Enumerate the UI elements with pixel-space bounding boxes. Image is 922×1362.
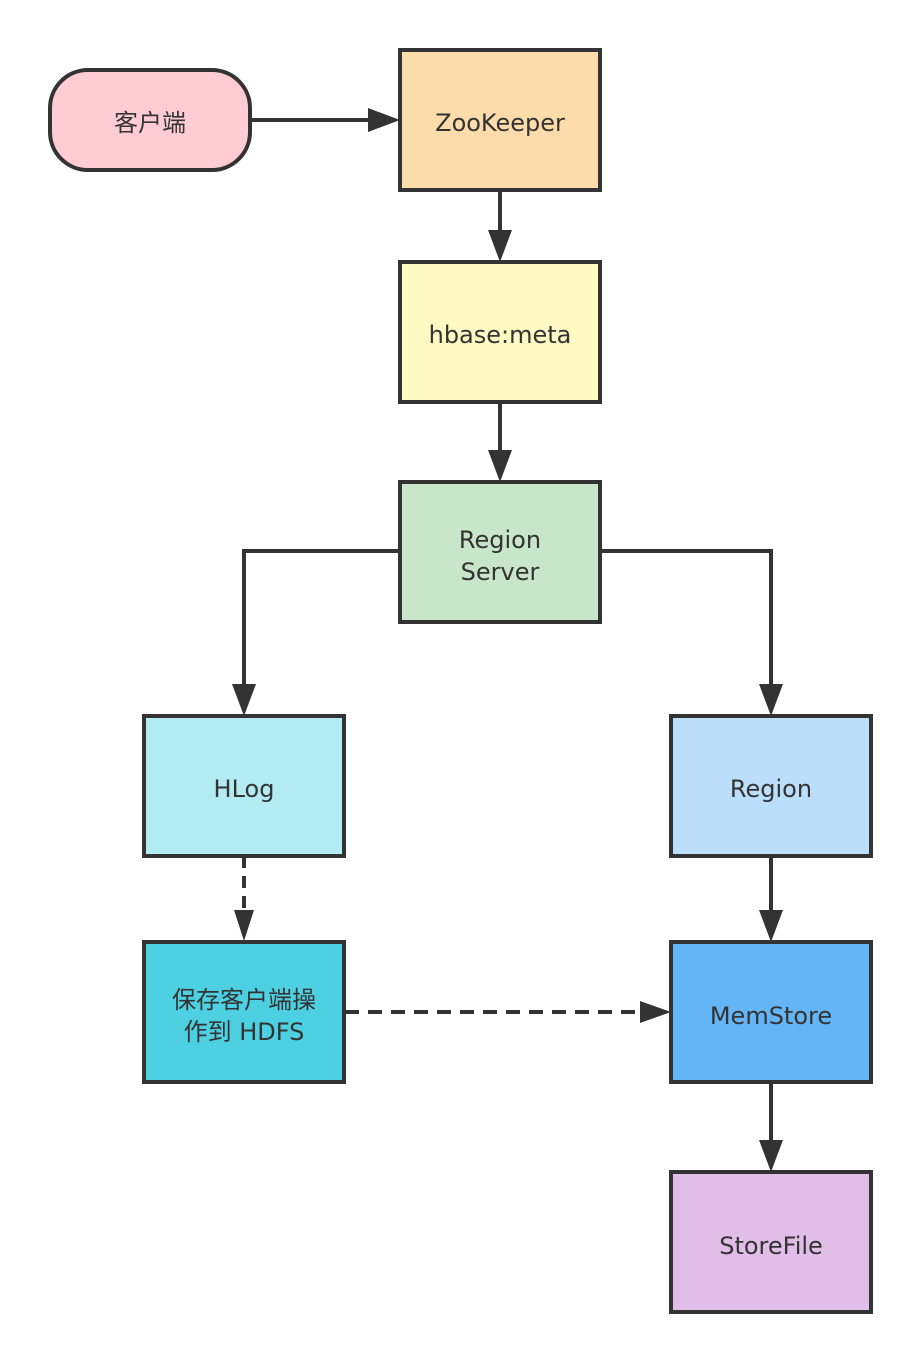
zookeeper-shape <box>398 48 602 192</box>
node-hdfs: 保存客户端操 作到 HDFS <box>142 940 346 1084</box>
node-zookeeper: ZooKeeper <box>398 48 602 192</box>
arrowhead-hlog-to-hdfs <box>234 910 254 941</box>
memstore-shape <box>669 940 873 1084</box>
storefile-shape <box>669 1170 873 1314</box>
region-server-label-line2: Server <box>461 558 540 586</box>
hbase-meta-shape <box>398 260 602 404</box>
storefile-label: StoreFile <box>719 1232 823 1260</box>
node-memstore: MemStore <box>669 940 873 1084</box>
arrowhead-hdfs-to-memstore <box>640 1001 671 1023</box>
node-storefile: StoreFile <box>669 1170 873 1314</box>
edge-regionserver-to-hlog <box>242 549 400 684</box>
region-server-label-line1: Region <box>459 526 541 554</box>
node-hbase-meta: hbase:meta <box>398 260 602 404</box>
hdfs-shape <box>142 940 346 1084</box>
arrowhead-regionserver-to-hlog <box>232 684 256 716</box>
memstore-label: MemStore <box>710 1002 832 1030</box>
region-shape <box>669 714 873 858</box>
node-region: Region <box>669 714 873 858</box>
arrowhead-region-to-memstore <box>759 910 783 942</box>
arrowhead-meta-to-regionserver <box>488 450 512 482</box>
hlog-label: HLog <box>214 775 275 803</box>
node-client: 客户端 <box>48 68 252 172</box>
hlog-shape <box>142 714 346 858</box>
arrowhead-client-to-zookeeper <box>368 108 400 132</box>
client-shape <box>48 68 252 172</box>
arrowhead-regionserver-to-region <box>759 684 783 716</box>
node-hlog: HLog <box>142 714 346 858</box>
edge-regionserver-to-region <box>600 549 773 684</box>
hbase-meta-label: hbase:meta <box>429 321 572 349</box>
region-label: Region <box>730 775 812 803</box>
client-label: 客户端 <box>114 109 186 137</box>
edges <box>232 108 783 1172</box>
hdfs-label-line1: 保存客户端操 <box>172 986 316 1014</box>
arrowhead-zookeeper-to-meta <box>488 230 512 262</box>
region-server-shape <box>398 480 602 624</box>
arrowhead-memstore-to-storefile <box>759 1140 783 1172</box>
node-region-server: Region Server <box>398 480 602 624</box>
hdfs-label-line2: 作到 HDFS <box>184 1018 305 1046</box>
zookeeper-label: ZooKeeper <box>435 109 565 137</box>
